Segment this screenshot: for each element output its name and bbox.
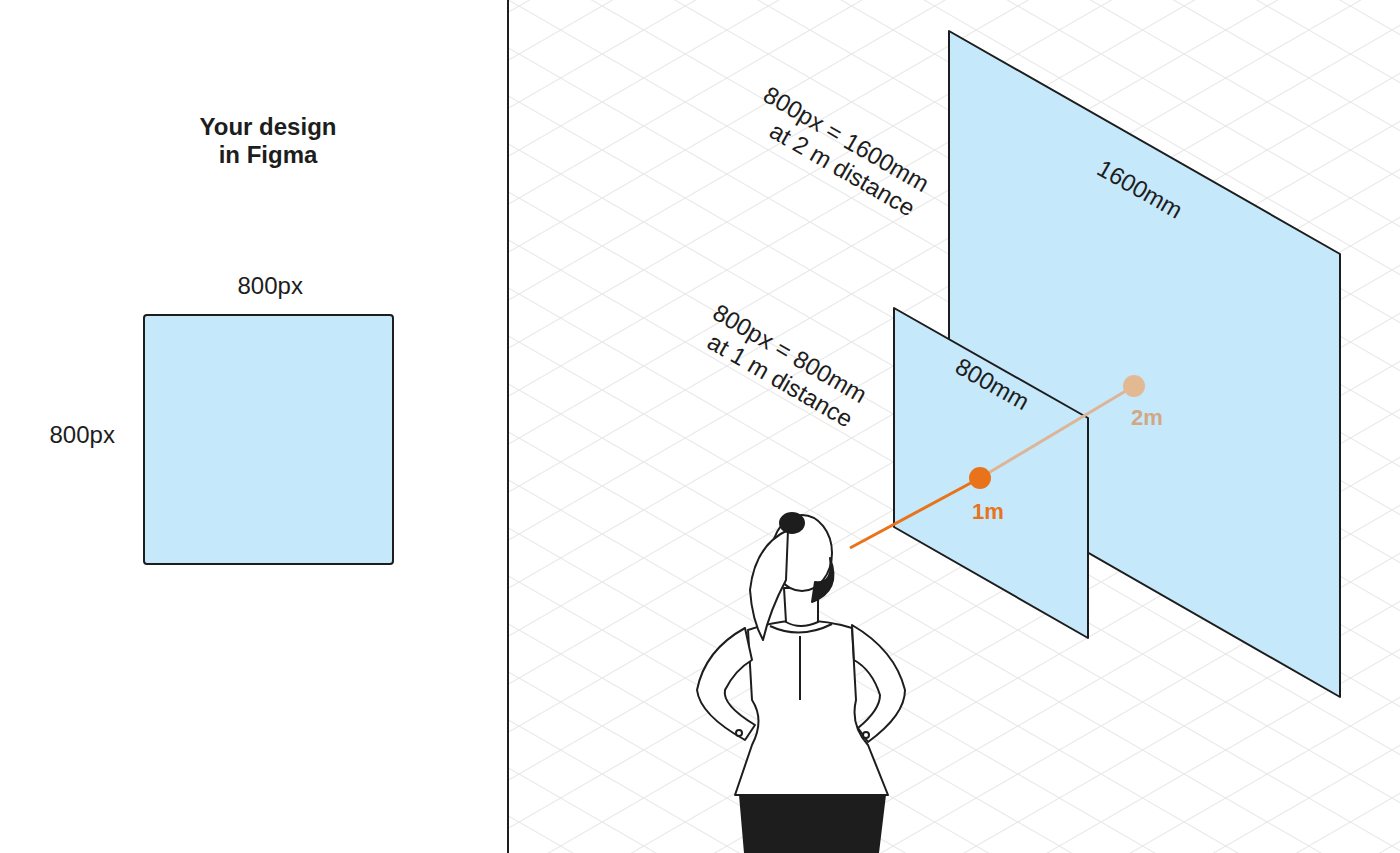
cuff-button [863,732,869,738]
far-screen-panel: 1600mm [948,30,1341,698]
collar [770,624,832,700]
woman-body [697,513,905,853]
distance-dot-far [1123,375,1145,397]
near-distance-label: 1m [972,499,1004,525]
label-holder: Your design in Figma [193,113,343,170]
label-holder: 800px = 1600mm at 2 m distance [733,120,933,177]
grid-fill [509,0,1400,853]
hair-tie [780,513,804,533]
design-heading: Your design in Figma [193,113,343,170]
ponytail [750,530,788,640]
panel-outline [948,30,1341,698]
label-holder: 800px = 800mm at 1 m distance [682,334,870,391]
hair-shade [812,558,833,602]
far-distance-label: 2m [1131,405,1163,431]
distance-dot-near [969,467,991,489]
left-arm [697,628,755,740]
design-square [144,315,393,564]
label-holder: 1m [972,499,1004,525]
divider-line [507,0,509,853]
label-holder: 800px [238,272,303,300]
cuff-button [736,730,742,736]
sight-line-far [980,386,1134,478]
label-holder: 800px [50,421,115,449]
panel-shape [949,31,1340,697]
trousers [740,795,885,853]
label-holder: 2m [1131,405,1163,431]
width-dimension: 800px [238,272,303,300]
height-dimension: 800px [50,421,115,449]
right-arm [852,625,905,742]
sight-line-near [850,478,980,548]
